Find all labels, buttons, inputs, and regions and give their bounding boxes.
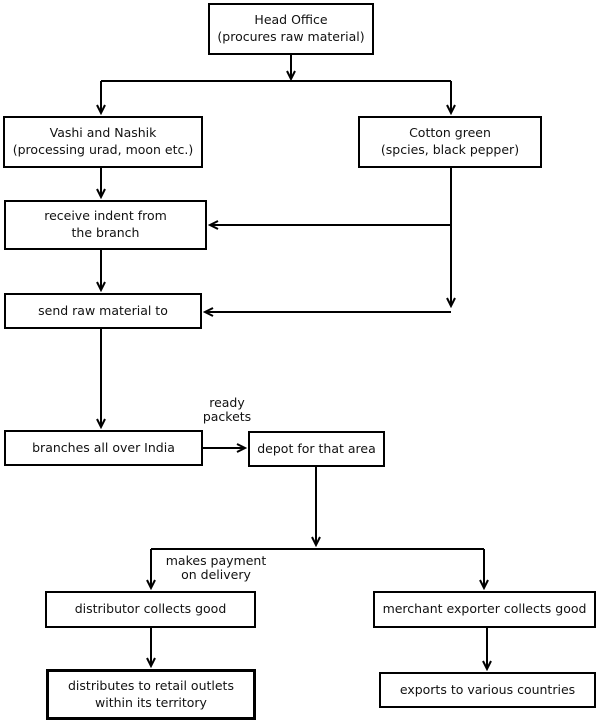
node-distributor: distributor collects good	[45, 591, 256, 628]
node-vashi-nashik: Vashi and Nashik (processing urad, moon …	[3, 116, 203, 168]
edge-label-payment: makes payment on delivery	[161, 553, 271, 583]
edge-label-ready-packets: ready packets	[196, 395, 258, 425]
node-cotton-green: Cotton green (spcies, black pepper)	[358, 116, 542, 168]
node-retail-outlets: distributes to retail outlets within its…	[46, 669, 256, 720]
node-send-raw-material: send raw material to	[4, 293, 202, 329]
node-exports: exports to various countries	[379, 672, 596, 708]
node-receive-indent: receive indent from the branch	[4, 200, 207, 250]
node-merchant-exporter: merchant exporter collects good	[373, 591, 596, 628]
node-branches-india: branches all over India	[4, 430, 203, 466]
node-depot: depot for that area	[248, 431, 385, 467]
node-head-office: Head Office (procures raw material)	[208, 3, 374, 55]
